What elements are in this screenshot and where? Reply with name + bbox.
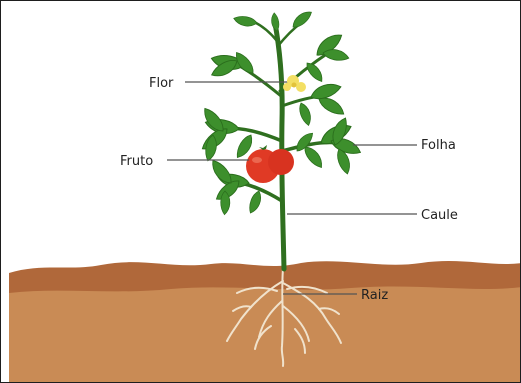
fruit bbox=[246, 145, 294, 183]
label-leaf: Folha bbox=[421, 138, 456, 153]
label-fruit: Fruto bbox=[120, 154, 153, 169]
soil-body bbox=[9, 287, 521, 383]
label-stem: Caule bbox=[421, 208, 458, 223]
label-root: Raiz bbox=[361, 288, 388, 303]
label-flower: Flor bbox=[149, 76, 174, 91]
flower bbox=[283, 75, 306, 92]
